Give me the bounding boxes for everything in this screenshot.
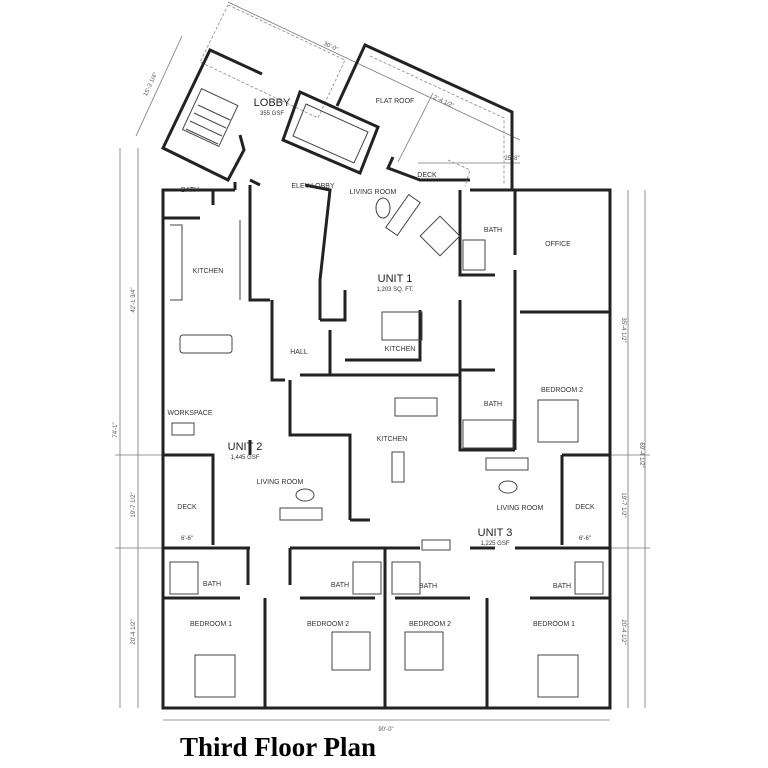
room-labels: LOBBY 355 GSF FLAT ROOF ELEV LOBBY DECK …	[168, 97, 596, 628]
bedroom1-u3-label: BEDROOM 1	[533, 621, 575, 628]
lobby-block	[161, 4, 514, 190]
dimension-lines	[115, 1, 650, 721]
unit3-label: UNIT 3	[478, 527, 513, 539]
dim-bottom-90: 90'-0"	[378, 727, 393, 733]
dim-right-19: 19'-7 1/2"	[620, 492, 626, 517]
deck-right-dim: 6'-6"	[579, 536, 591, 542]
dim-right-35: 35'-4 1/2"	[620, 317, 626, 342]
dim-right-69: 69'-4 1/2"	[638, 442, 644, 467]
dim-left-42: 42'-1 3/4"	[131, 287, 137, 312]
kitchen-u1-label: KITCHEN	[385, 346, 416, 353]
dim-top-30: 30'-0"	[322, 41, 338, 53]
lobby-area: 355 GSF	[260, 111, 284, 117]
dim-roof-2: 2'-4 1/2"	[432, 95, 454, 110]
plan-title: Third Floor Plan	[180, 732, 377, 762]
bedroom1-u2-label: BEDROOM 1	[190, 621, 232, 628]
bath-1-label: BATH	[203, 581, 221, 588]
furniture	[169, 193, 604, 698]
unit3-area: 1,225 GSF	[480, 541, 509, 547]
unit1-area: 1,203 SQ. FT.	[376, 287, 413, 293]
deck-left-label: DECK	[177, 504, 197, 511]
bath-u2-label: BATH	[181, 187, 199, 194]
bath-u1-label: BATH	[484, 227, 502, 234]
lobby-label: LOBBY	[254, 97, 291, 109]
living-u3-label: LIVING ROOM	[497, 505, 544, 512]
kitchen-u2-label: KITCHEN	[193, 268, 224, 275]
dim-right-20: 20'-4 1/2"	[620, 619, 626, 644]
workspace-label: WORKSPACE	[168, 410, 213, 417]
unit2-label: UNIT 2	[228, 441, 263, 453]
bedroom2-u2-label: BEDROOM 2	[307, 621, 349, 628]
bedroom2-u3-label: BEDROOM 2	[409, 621, 451, 628]
dim-lobby-15: 15'-3 1/4"	[143, 72, 159, 97]
living-u1-label: LIVING ROOM	[350, 189, 397, 196]
bath-4-label: BATH	[553, 583, 571, 590]
dim-left-74: 74'-1"	[113, 422, 119, 437]
flat-roof-label: FLAT ROOF	[376, 98, 415, 105]
deck-top-label: DECK	[417, 172, 437, 179]
unit2-area: 1,445 GSF	[230, 455, 259, 461]
bath-3-label: BATH	[419, 583, 437, 590]
bath-2-label: BATH	[331, 582, 349, 589]
dim-deck-25: 25'-8"	[504, 156, 519, 162]
hall-label: HALL	[290, 349, 308, 356]
elev-lobby-label: ELEV LOBBY	[291, 183, 335, 190]
deck-left-dim: 6'-6"	[181, 536, 193, 542]
interior-walls	[163, 183, 610, 708]
deck-right-label: DECK	[575, 504, 595, 511]
unit1-label: UNIT 1	[378, 273, 413, 285]
bedroom2-u1-label: BEDROOM 2	[541, 387, 583, 394]
dim-left-19: 19'-7 1/2"	[131, 492, 137, 517]
bath-u1b-label: BATH	[484, 401, 502, 408]
living-u2-label: LIVING ROOM	[257, 479, 304, 486]
dim-left-20: 20'-4 1/2"	[131, 619, 137, 644]
office-label: OFFICE	[545, 241, 571, 248]
kitchen-u3-label: KITCHEN	[377, 436, 408, 443]
